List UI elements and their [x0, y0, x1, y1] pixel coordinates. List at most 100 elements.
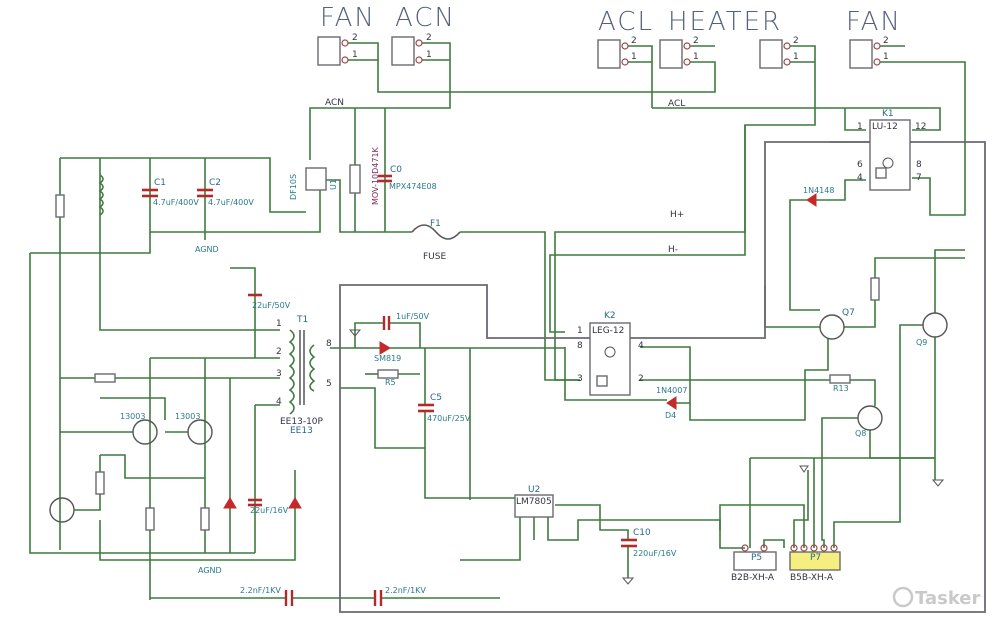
- zener-diode: [223, 497, 237, 509]
- pin-label: 1: [793, 52, 799, 62]
- transistor-q2: 13003: [120, 412, 158, 445]
- relay-k1: K1 LU-12 1 12 6 4 8 7: [857, 109, 926, 191]
- connector-p3: 2 1: [597, 36, 637, 69]
- k1-pin: 4: [857, 173, 863, 183]
- agnd-label: AGND: [195, 245, 219, 254]
- tasker-logo-icon: [892, 586, 914, 608]
- wire: [340, 387, 425, 449]
- pin-label: 2: [631, 36, 637, 46]
- k1-pin: 8: [916, 160, 922, 170]
- wire: [850, 379, 876, 406]
- resistor: [200, 507, 210, 531]
- inductor-l1: [98, 174, 104, 216]
- wire: [555, 504, 629, 540]
- bridge-rectifier-u1: DF10S U1: [289, 167, 338, 200]
- t1-value: EE13-10P: [280, 417, 324, 427]
- wire: [833, 324, 923, 548]
- wire: [628, 45, 653, 108]
- net-h-plus: H+: [670, 210, 684, 220]
- d3-value: SM819: [374, 354, 401, 363]
- diode-d4: 1N4007 D4: [656, 386, 687, 420]
- k1-pin: 6: [857, 160, 863, 170]
- t1-core: EE13: [290, 426, 313, 436]
- capacitor-c4: 22uF/16V: [248, 498, 289, 515]
- wire: [844, 108, 866, 131]
- q9-ref: Q9: [916, 338, 927, 347]
- c1-ref: C1: [154, 178, 166, 188]
- bus-wires: [339, 141, 986, 613]
- ground-icon: [621, 577, 635, 585]
- p7-value: B5B-XH-A: [790, 573, 834, 583]
- wire: [564, 347, 667, 401]
- u2-value: LM7805: [516, 497, 552, 507]
- resistor-r1: [94, 373, 116, 383]
- r5-ref: R5: [385, 378, 396, 387]
- c4-value: 22uF/16V: [250, 506, 289, 515]
- wire: [348, 42, 716, 93]
- d4-value: 1N4007: [656, 386, 687, 395]
- wire: [99, 470, 296, 561]
- c10-value: 220uF/16V: [633, 549, 677, 558]
- c22-value: 22uF/50V: [252, 301, 291, 310]
- t1-pin: 1: [276, 319, 282, 329]
- wire: [424, 411, 515, 499]
- cap-value: 2.2nF/1KV: [240, 586, 281, 595]
- wire: [844, 300, 876, 328]
- diode-d3: SM819: [374, 341, 401, 363]
- wire: [320, 179, 412, 233]
- transistor-q3: 13003: [175, 412, 213, 445]
- wire: [99, 158, 280, 331]
- cap-value: 2.2nF/1KV: [385, 586, 426, 595]
- connector-p6: 2 1: [759, 36, 799, 69]
- pin-label: 2: [793, 36, 799, 46]
- k2-pin: 1: [577, 326, 583, 336]
- transformer-t1: T1 EE13-10P EE13 1 2 3 4 8 5: [276, 315, 332, 436]
- wire: [789, 199, 820, 311]
- k1-ref: K1: [882, 109, 894, 119]
- t1-pin: 8: [326, 339, 332, 349]
- wire: [100, 454, 205, 479]
- transistor-q8: Q8: [855, 405, 883, 438]
- watermark: Tasker: [892, 586, 981, 609]
- wire: [880, 61, 966, 216]
- heading-heater: HEATER: [668, 7, 782, 37]
- capacitor-bottom-2: 2.2nF/1KV: [373, 586, 426, 606]
- d8-value: 1N4148: [803, 186, 834, 195]
- zener-diode: [288, 497, 302, 509]
- ground-icon: [799, 465, 809, 473]
- capacitor-22uf: 22uF/50V: [248, 293, 291, 310]
- resistor: [95, 471, 105, 495]
- agnd-label: AGND: [198, 566, 222, 575]
- k1-pin: 7: [916, 173, 922, 183]
- wires: [29, 42, 966, 600]
- transistor-q9: Q9: [916, 312, 948, 347]
- wire: [821, 417, 858, 548]
- wire: [30, 232, 151, 254]
- c7-value: 1uF/50V: [396, 312, 430, 321]
- k1-pin: 12: [915, 122, 926, 132]
- resistor-r13: R13: [829, 374, 851, 393]
- fuse-value: FUSE: [423, 252, 446, 262]
- wire: [934, 249, 965, 313]
- wire: [640, 346, 691, 404]
- fuse-ref: F1: [430, 219, 441, 229]
- varistor-mov: MOV-10D471K: [349, 146, 380, 205]
- heading-fan-right: FAN: [846, 7, 902, 37]
- pin-label: 2: [883, 36, 889, 46]
- t1-ref: T1: [296, 315, 308, 325]
- wire: [869, 430, 935, 459]
- wire: [460, 231, 580, 381]
- p5-ref: P5: [751, 553, 762, 563]
- heading-acl: ACL: [598, 7, 654, 37]
- r13-ref: R13: [833, 384, 849, 393]
- capacitor-c2: C2 4.7uF/400V: [197, 178, 254, 207]
- k2-ref: K2: [604, 311, 616, 321]
- u2-ref: U2: [528, 485, 540, 495]
- resistor: [145, 507, 155, 531]
- wire: [74, 494, 101, 511]
- q2-value: 13003: [120, 412, 145, 421]
- c5-value: 470uF/25V: [427, 414, 471, 423]
- q7-ref: Q7: [842, 308, 855, 318]
- connector-p7: P7 B5B-XH-A: [789, 544, 841, 583]
